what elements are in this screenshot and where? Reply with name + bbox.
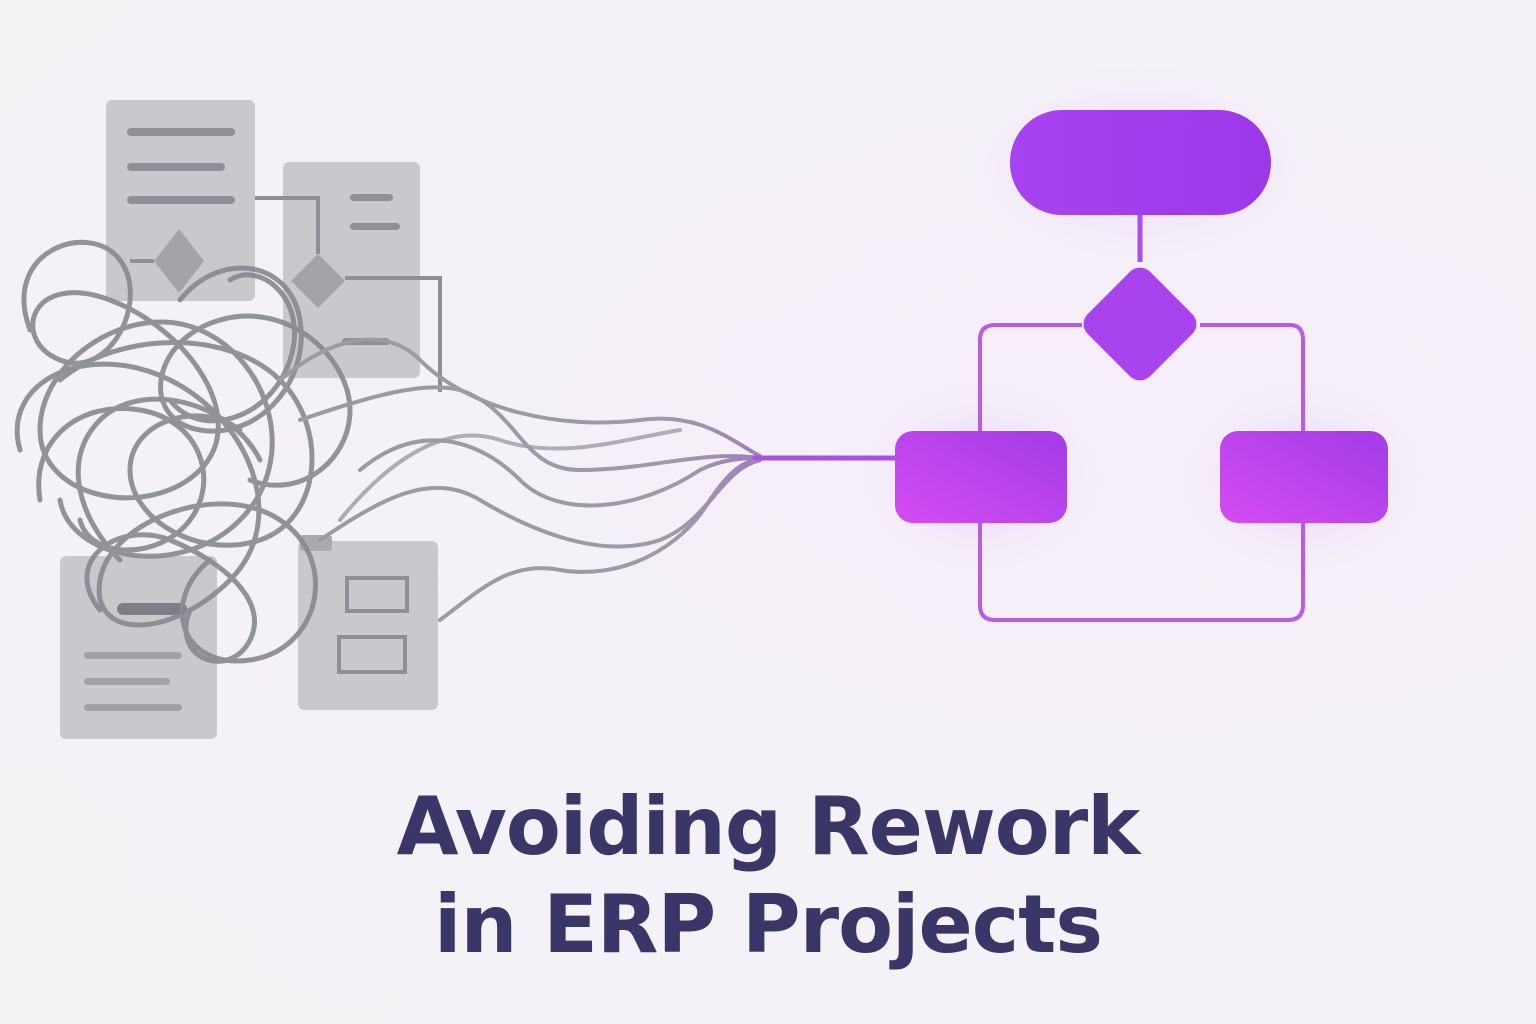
diamond-shape-icon: [291, 254, 345, 308]
headline: Avoiding Rework in ERP Projects: [0, 778, 1536, 974]
flowchart-process-node-left: [895, 431, 1067, 523]
chaos-documents: [60, 100, 442, 739]
headline-line-1: Avoiding Rework: [396, 780, 1141, 873]
flowchart-process-node-right: [1220, 431, 1388, 523]
headline-line-2: in ERP Projects: [434, 878, 1103, 971]
clean-flowchart: [895, 110, 1388, 622]
flowchart-start-node: [1010, 110, 1271, 215]
connector-right-branch: [1200, 323, 1305, 432]
converging-strands: [278, 337, 903, 622]
diamond-shape-icon: [154, 229, 204, 293]
tangled-lines: [14, 239, 353, 664]
connector-loop: [978, 522, 1305, 622]
connector-left-branch: [978, 323, 1082, 432]
flowchart-decision-node: [1083, 267, 1197, 381]
document-bottom-right: [298, 541, 438, 710]
